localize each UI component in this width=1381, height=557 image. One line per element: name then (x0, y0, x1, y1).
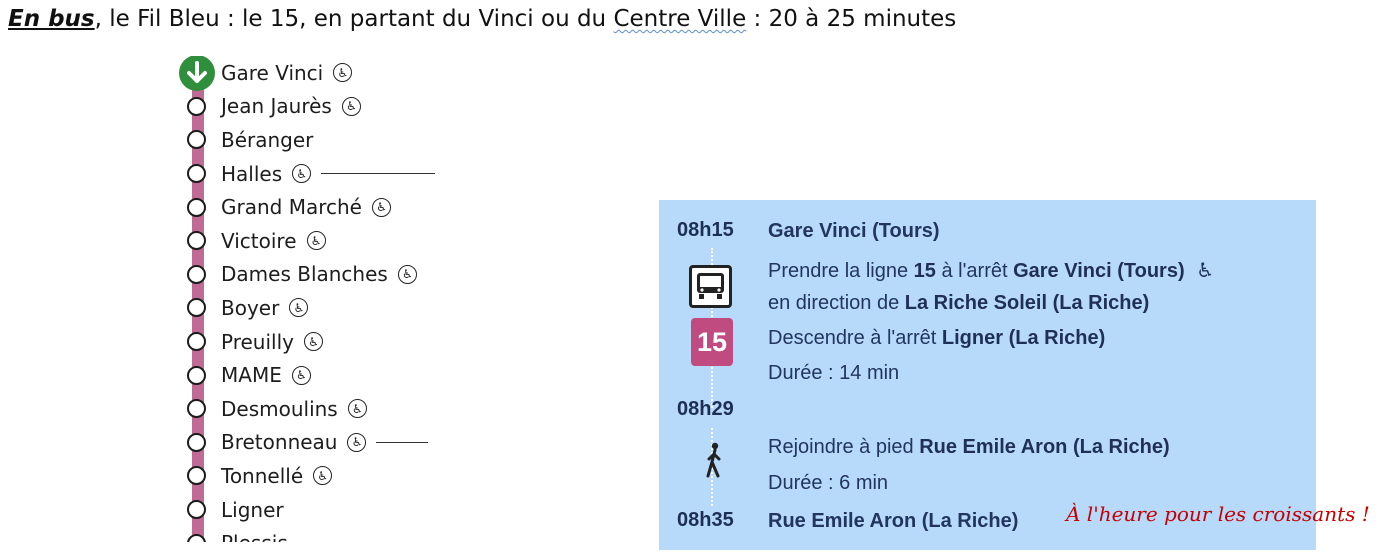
heading-line: En bus, le Fil Bleu : le 15, en partant … (8, 2, 956, 36)
wheelchair-icon: ♿ (313, 466, 333, 486)
stop-circle (187, 500, 206, 520)
stop-circle (187, 231, 206, 251)
stop-name: Béranger (221, 127, 314, 152)
wheelchair-icon: ♿ (347, 432, 367, 452)
wheelchair-icon: ♿ (303, 332, 323, 352)
stop-item: Tonnellé♿ (178, 459, 478, 493)
stop-name: Halles♿ (221, 162, 436, 186)
stop-name: MAME♿ (221, 363, 311, 387)
stop-circle (187, 264, 206, 284)
walk-icon (706, 442, 721, 478)
stop-name: Ligner (221, 497, 284, 522)
stop-item: Victoire♿ (178, 224, 478, 258)
stop-item: Boyer♿ (178, 291, 478, 325)
stop-circle (187, 365, 206, 385)
bus-icon (689, 265, 732, 308)
walk-duration: Durée : 6 min (768, 472, 889, 494)
wheelchair-icon: ♿ (306, 231, 326, 251)
heading-text: , le Fil Bleu : le 15, en partant du Vin… (94, 6, 614, 32)
wheelchair-icon: ♿ (292, 164, 312, 184)
line-badge: 15 (691, 318, 733, 366)
walk-text: Rejoindre à pied Rue Emile Aron (La Rich… (768, 436, 1170, 458)
stop-circle (187, 533, 206, 542)
stop-item: Halles♿ (178, 157, 478, 191)
arrival-time: 08h35 (677, 509, 734, 531)
wheelchair-icon: ♿ (1196, 260, 1215, 282)
stop-circle (187, 197, 206, 217)
stop-item: MAME♿ (178, 358, 478, 392)
stop-name: Victoire♿ (221, 229, 326, 253)
wheelchair-icon: ♿ (333, 63, 353, 83)
down-arrow-icon (179, 56, 215, 91)
stop-item: Dames Blanches♿ (178, 258, 478, 292)
stop-circle (187, 466, 206, 486)
alight-text: Descendre à l'arrêt Ligner (La Riche) (768, 327, 1106, 349)
stop-item: Desmoulins♿ (178, 392, 478, 426)
connection-line (321, 173, 436, 175)
heading-mode: En bus (8, 6, 95, 32)
stop-name: Boyer♿ (221, 296, 309, 320)
stop-item: Plessis (178, 526, 478, 542)
stop-name: Bretonneau♿ (221, 430, 429, 454)
itinerary-panel: 08h15 Gare Vinci (Tours) 15 Prendre la l… (659, 200, 1316, 550)
stop-item: Preuilly♿ (178, 325, 478, 359)
arrival-stop: Rue Emile Aron (La Riche) (768, 510, 1019, 532)
heading-place: Centre Ville (613, 6, 747, 32)
croissant-note: À l'heure pour les croissants ! (1066, 502, 1370, 526)
stop-circle (187, 96, 206, 116)
stop-name: Dames Blanches♿ (221, 262, 417, 286)
stop-item: Jean Jaurès♿ (178, 90, 478, 124)
wheelchair-icon: ♿ (371, 197, 391, 217)
stop-item: Bretonneau♿ (178, 426, 478, 460)
stop-circle (187, 332, 206, 352)
stop-item: Béranger (178, 123, 478, 157)
wheelchair-icon: ♿ (347, 399, 367, 419)
stop-name: Preuilly♿ (221, 330, 323, 354)
stop-circle (187, 130, 206, 150)
take-line-text: Prendre la ligne 15 à l'arrêt Gare Vinci… (768, 260, 1215, 282)
stop-name: Tonnellé♿ (221, 464, 333, 488)
stop-name: Desmoulins♿ (221, 397, 367, 421)
wheelchair-icon: ♿ (341, 96, 361, 116)
transfer-time: 08h29 (677, 398, 734, 420)
stop-name: Plessis (221, 531, 288, 542)
wheelchair-icon: ♿ (291, 365, 311, 385)
connection-line (376, 441, 429, 443)
depart-time: 08h15 (677, 219, 734, 241)
depart-stop: Gare Vinci (Tours) (768, 220, 940, 242)
ride-duration: Durée : 14 min (768, 362, 900, 384)
stop-name: Grand Marché♿ (221, 195, 391, 219)
stop-circle (187, 164, 206, 184)
stop-item: Grand Marché♿ (178, 190, 478, 224)
direction-text: en direction de La Riche Soleil (La Rich… (768, 292, 1150, 314)
stop-name: Jean Jaurès♿ (221, 94, 361, 118)
heading-duration: : 20 à 25 minutes (746, 6, 957, 32)
stop-circle (187, 432, 206, 452)
wheelchair-icon: ♿ (289, 298, 309, 318)
stop-circle (187, 399, 206, 419)
stop-item: Ligner (178, 493, 478, 527)
stop-circle (187, 298, 206, 318)
wheelchair-icon: ♿ (397, 264, 417, 284)
stop-item: Gare Vinci♿ (178, 56, 478, 91)
stop-name: Gare Vinci♿ (221, 61, 353, 85)
